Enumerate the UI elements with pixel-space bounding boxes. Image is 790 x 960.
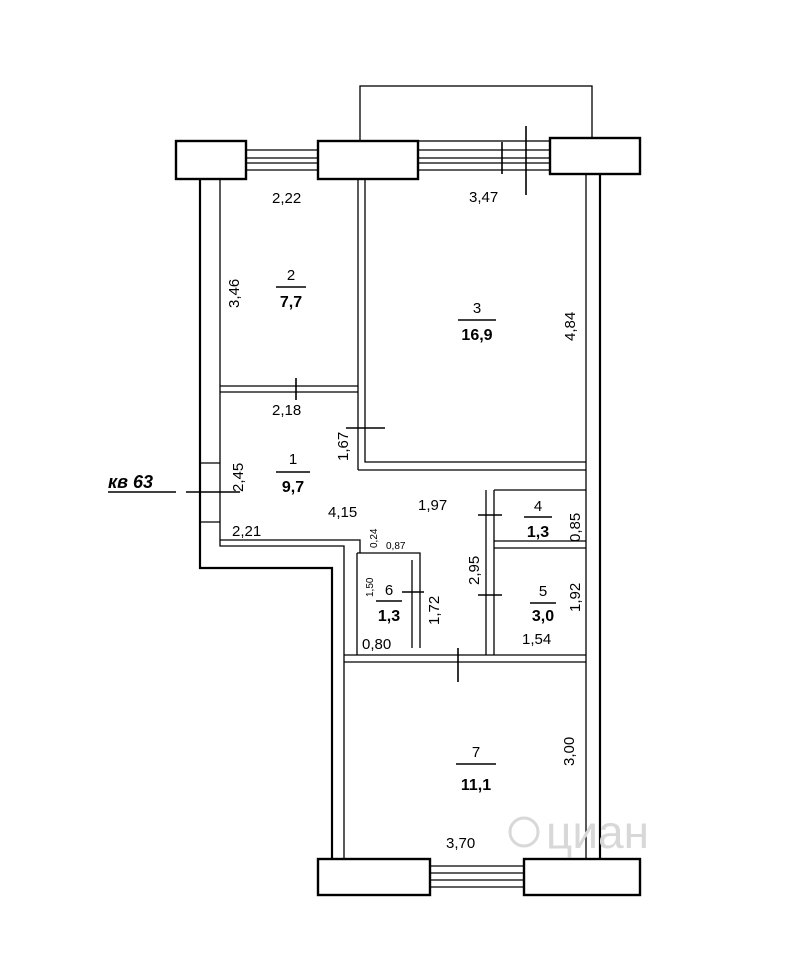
dim-r6-side-right: 1,72	[426, 596, 443, 625]
room-4-number: 4	[534, 498, 542, 515]
room-5-number: 5	[539, 583, 547, 600]
apartment-label: кв 63	[108, 472, 153, 492]
room-1-area: 9,7	[282, 479, 304, 496]
dim-r3-top: 3,47	[469, 189, 498, 206]
room-6-number: 6	[385, 582, 393, 599]
interior-walls	[186, 179, 586, 682]
room-2-number: 2	[287, 267, 295, 284]
room-4-label: 4 1,3	[524, 498, 552, 541]
room-3-area: 16,9	[461, 327, 492, 344]
bottom-wall	[316, 857, 642, 897]
dim-r1-side: 2,45	[230, 463, 247, 492]
room-4-area: 1,3	[527, 524, 549, 541]
room-5-area: 3,0	[532, 608, 554, 625]
dim-r5-side: 1,92	[567, 583, 584, 612]
room-3-number: 3	[473, 300, 481, 317]
dim-r6-side-left: 1,50	[365, 577, 376, 597]
room-5-label: 5 3,0	[530, 583, 556, 625]
dim-small-024: 0,24	[369, 528, 380, 548]
dim-hall-right: 1,97	[418, 497, 447, 514]
room-3-label: 3 16,9	[458, 300, 496, 344]
room-6-label: 6 1,3	[376, 582, 402, 625]
dim-r2-bottom: 2,18	[272, 402, 301, 419]
watermark-logo: циан	[508, 806, 649, 858]
dim-corridor-side: 2,95	[466, 556, 483, 585]
room-6-area: 1,3	[378, 608, 400, 625]
room-1-label: 1 9,7	[276, 451, 310, 496]
dim-small-087: 0,87	[386, 541, 406, 552]
balcony	[359, 85, 593, 142]
room-1-number: 1	[289, 451, 297, 468]
dim-r1-bottom: 2,21	[232, 523, 261, 540]
dim-r2-side: 3,46	[226, 279, 243, 308]
dim-r7-bottom: 3,70	[446, 835, 475, 852]
dim-hall-length: 4,15	[328, 504, 357, 521]
dim-r1-door: 1,67	[335, 432, 352, 461]
outer-walls	[198, 174, 602, 859]
dim-r2-top: 2,22	[272, 190, 301, 207]
room-7-area: 11,1	[461, 777, 491, 794]
watermark-text: циан	[546, 806, 649, 858]
dim-r3-side: 4,84	[562, 312, 579, 341]
room-2-label: 2 7,7	[276, 267, 306, 311]
dim-r4-side: 0,85	[567, 513, 584, 542]
dim-r5-bottom: 1,54	[522, 631, 551, 648]
room-7-number: 7	[472, 744, 480, 761]
dim-r6-bottom: 0,80	[362, 636, 391, 653]
room-2-area: 7,7	[280, 294, 302, 311]
top-wall	[174, 126, 642, 195]
room-7-label: 7 11,1	[456, 744, 496, 794]
dim-r7-side: 3,00	[561, 737, 578, 766]
